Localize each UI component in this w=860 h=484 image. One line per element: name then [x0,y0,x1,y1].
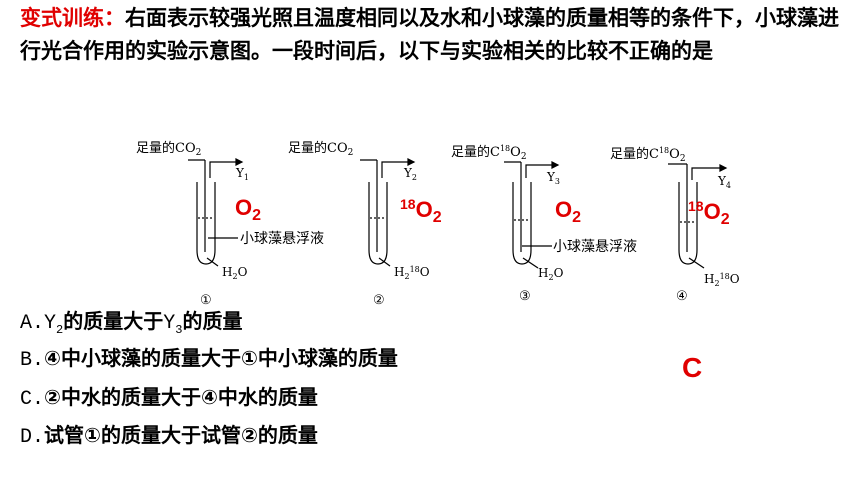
gas-label-4: 足量的C18O2 [610,146,686,164]
gas-label-2: 足量的CO2 [288,140,353,158]
red-product-4: 18O2 [688,198,730,228]
red-product-2: 18O2 [400,196,442,226]
tube-number-4: ④ [676,289,688,304]
gas-label-1: 足量的CO2 [136,140,201,158]
option-a[interactable]: A.Y2的质量大于Y3的质量 [20,309,243,337]
tube-1 [188,158,244,267]
question-body: 右面表示较强光照且温度相同以及水和小球藻的质量相等的条件下，小球藻进行光合作用的… [20,6,839,63]
output-label-3: Y3 [546,170,560,186]
red-product-1: O2 [235,195,261,224]
output-label-4: Y4 [717,174,731,190]
water-label-4: H218O [704,272,740,288]
tube-number-2: ② [373,293,385,308]
tube-number-3: ③ [519,289,531,304]
question-text: 变式训练：右面表示较强光照且温度相同以及水和小球藻的质量相等的条件下，小球藻进行… [20,2,850,68]
gas-label-3: 足量的C18O2 [451,144,527,162]
option-b[interactable]: B.④中小球藻的质量大于①中小球藻的质量 [20,346,398,372]
option-c[interactable]: C.②中水的质量大于④中水的质量 [20,385,318,411]
water-label-2: H218O [394,265,430,281]
output-label-2: Y2 [403,166,417,182]
answer-mark: C [682,352,703,383]
tube-3 [504,161,560,269]
suspension-label-3: 小球藻悬浮液 [553,239,637,255]
tube-2 [360,158,416,267]
red-product-3: O2 [555,197,581,226]
suspension-label-1: 小球藻悬浮液 [240,231,324,247]
tube-number-1: ① [200,293,212,308]
water-label-3: H2O [538,266,564,282]
tube-4 [668,163,728,269]
question-lead: 变式训练： [20,6,125,30]
option-d[interactable]: D.试管①的质量大于试管②的质量 [20,423,318,449]
output-label-1: Y1 [235,166,249,182]
water-label-1: H2O [222,265,248,281]
